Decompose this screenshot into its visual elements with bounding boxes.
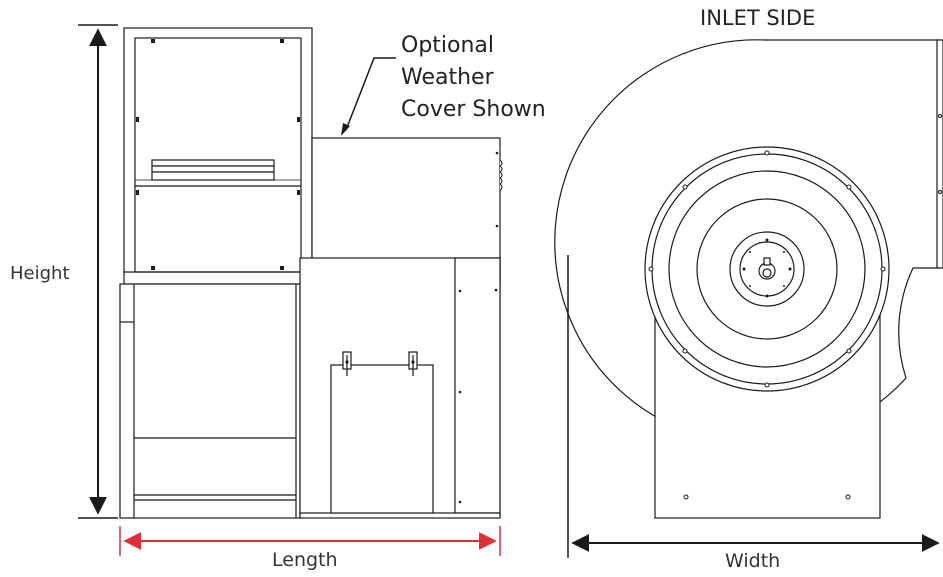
fan-inlet-view xyxy=(554,39,943,519)
weather-cover-callout-line1: Optional xyxy=(401,33,495,58)
width-dimension xyxy=(567,255,940,558)
length-dimension xyxy=(119,526,501,556)
weather-cover-callout-line2: Weather xyxy=(401,65,494,90)
inlet-side-label: INLET SIDE xyxy=(700,6,816,30)
width-label: Width xyxy=(725,550,781,572)
callout-arrow xyxy=(341,57,396,136)
height-dimension xyxy=(78,24,118,519)
length-label: Length xyxy=(272,549,338,571)
fan-side-view xyxy=(119,27,503,519)
weather-cover-callout-line3: Cover Shown xyxy=(401,97,546,122)
height-label: Height xyxy=(10,263,70,284)
